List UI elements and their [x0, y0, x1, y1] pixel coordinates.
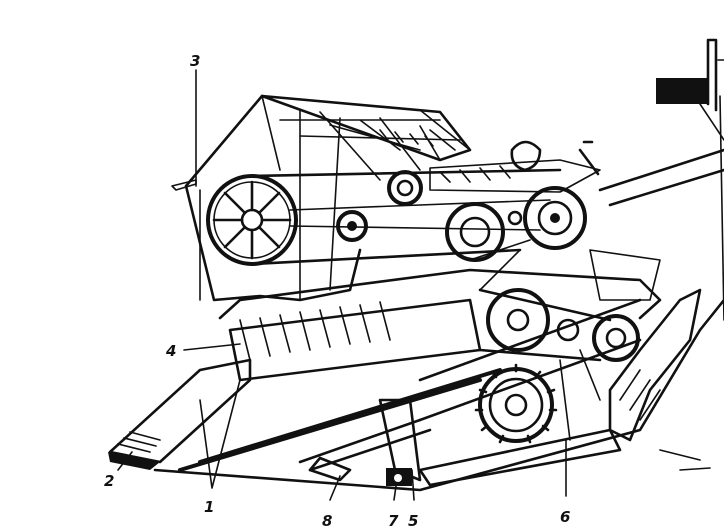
drive-train: [250, 140, 640, 362]
wheel-spokes: [212, 180, 292, 260]
divider-tip: [108, 452, 160, 470]
rear-guard: [589, 249, 661, 301]
callout-6: 6: [560, 508, 570, 526]
callout-8: 8: [322, 512, 332, 530]
feeder-housing: [418, 298, 642, 422]
middle-pulley-hub: [459, 216, 491, 248]
reel-side-frame: [184, 94, 362, 302]
leader-4: [183, 343, 241, 351]
cutter-guard-slot: [327, 461, 341, 467]
cutter-bar: [178, 368, 502, 472]
idler-pulley: [387, 170, 423, 206]
ground-marks: [659, 449, 711, 471]
callout-2: 2: [104, 472, 114, 490]
gearbox-frame: [429, 159, 601, 193]
right-frame-lines: [699, 59, 724, 321]
divider-point: [108, 358, 252, 464]
gear-teeth: [474, 363, 558, 444]
callout-3: 3: [190, 52, 200, 70]
divider-hatching: [117, 431, 161, 453]
support-stays: [559, 349, 601, 441]
header-top-edge: [218, 268, 662, 320]
reel-truss-diagonal: [419, 109, 471, 151]
auger-gear: [474, 363, 558, 444]
callout-7: 7: [388, 512, 399, 530]
drive-housing: [510, 140, 542, 172]
right-side-sheet: [608, 288, 702, 442]
belt-inner: [289, 199, 551, 231]
callout-4: 4: [165, 342, 176, 360]
leader-1: [199, 379, 241, 489]
cab-block: [656, 78, 708, 104]
gear-hub: [504, 393, 528, 417]
right-pulley: [592, 314, 640, 362]
lower-pulley: [486, 288, 550, 352]
reel-bracket: [171, 179, 197, 191]
leader-7: [393, 485, 397, 501]
reel-frame: [171, 94, 472, 302]
small-pulley-hub: [347, 221, 357, 231]
drive-arm: [378, 398, 422, 482]
tension-lever: [578, 140, 600, 176]
leader-lines: [117, 69, 567, 501]
header-panel: [228, 298, 482, 382]
tensioner: [507, 210, 523, 226]
cab-post: [706, 38, 718, 112]
side-sheet-hatching: [619, 369, 661, 421]
long-belt: [250, 168, 562, 266]
lower-pulley-hub: [506, 308, 530, 332]
leader-8: [329, 475, 341, 501]
knife-drive-pin: [394, 474, 402, 482]
reel-top-truss: [260, 94, 472, 162]
leader-5: [411, 469, 415, 501]
callout-5: 5: [408, 512, 418, 530]
large-pulley-hub: [550, 213, 560, 223]
header-body: [108, 249, 724, 492]
feeder-beam: [598, 148, 724, 207]
belt-links: [469, 239, 531, 291]
reel-cross-bracing: [279, 119, 461, 151]
skid-plate: [418, 428, 622, 487]
idler-pulley-hub: [396, 179, 414, 197]
callout-labels: 3 4 2 1 8 7 5 6: [104, 52, 570, 530]
reel-struts: [261, 95, 441, 301]
gearbox-teeth: [439, 165, 511, 183]
truss-hatching: [379, 129, 434, 147]
gear-inner: [488, 377, 544, 433]
middle-pulley: [445, 202, 505, 262]
header-slats: [239, 301, 391, 361]
small-pulley: [336, 210, 368, 242]
lower-belt: [478, 288, 612, 362]
large-pulley: [523, 186, 587, 250]
right-pulley-hub: [605, 327, 627, 349]
right-edge-fragment: [598, 38, 724, 321]
callout-1: 1: [204, 498, 214, 516]
reel-drive-wheel: [206, 174, 298, 266]
platform-bottom: [153, 298, 724, 492]
leader-2: [117, 451, 133, 471]
large-pulley-inner: [537, 200, 573, 236]
